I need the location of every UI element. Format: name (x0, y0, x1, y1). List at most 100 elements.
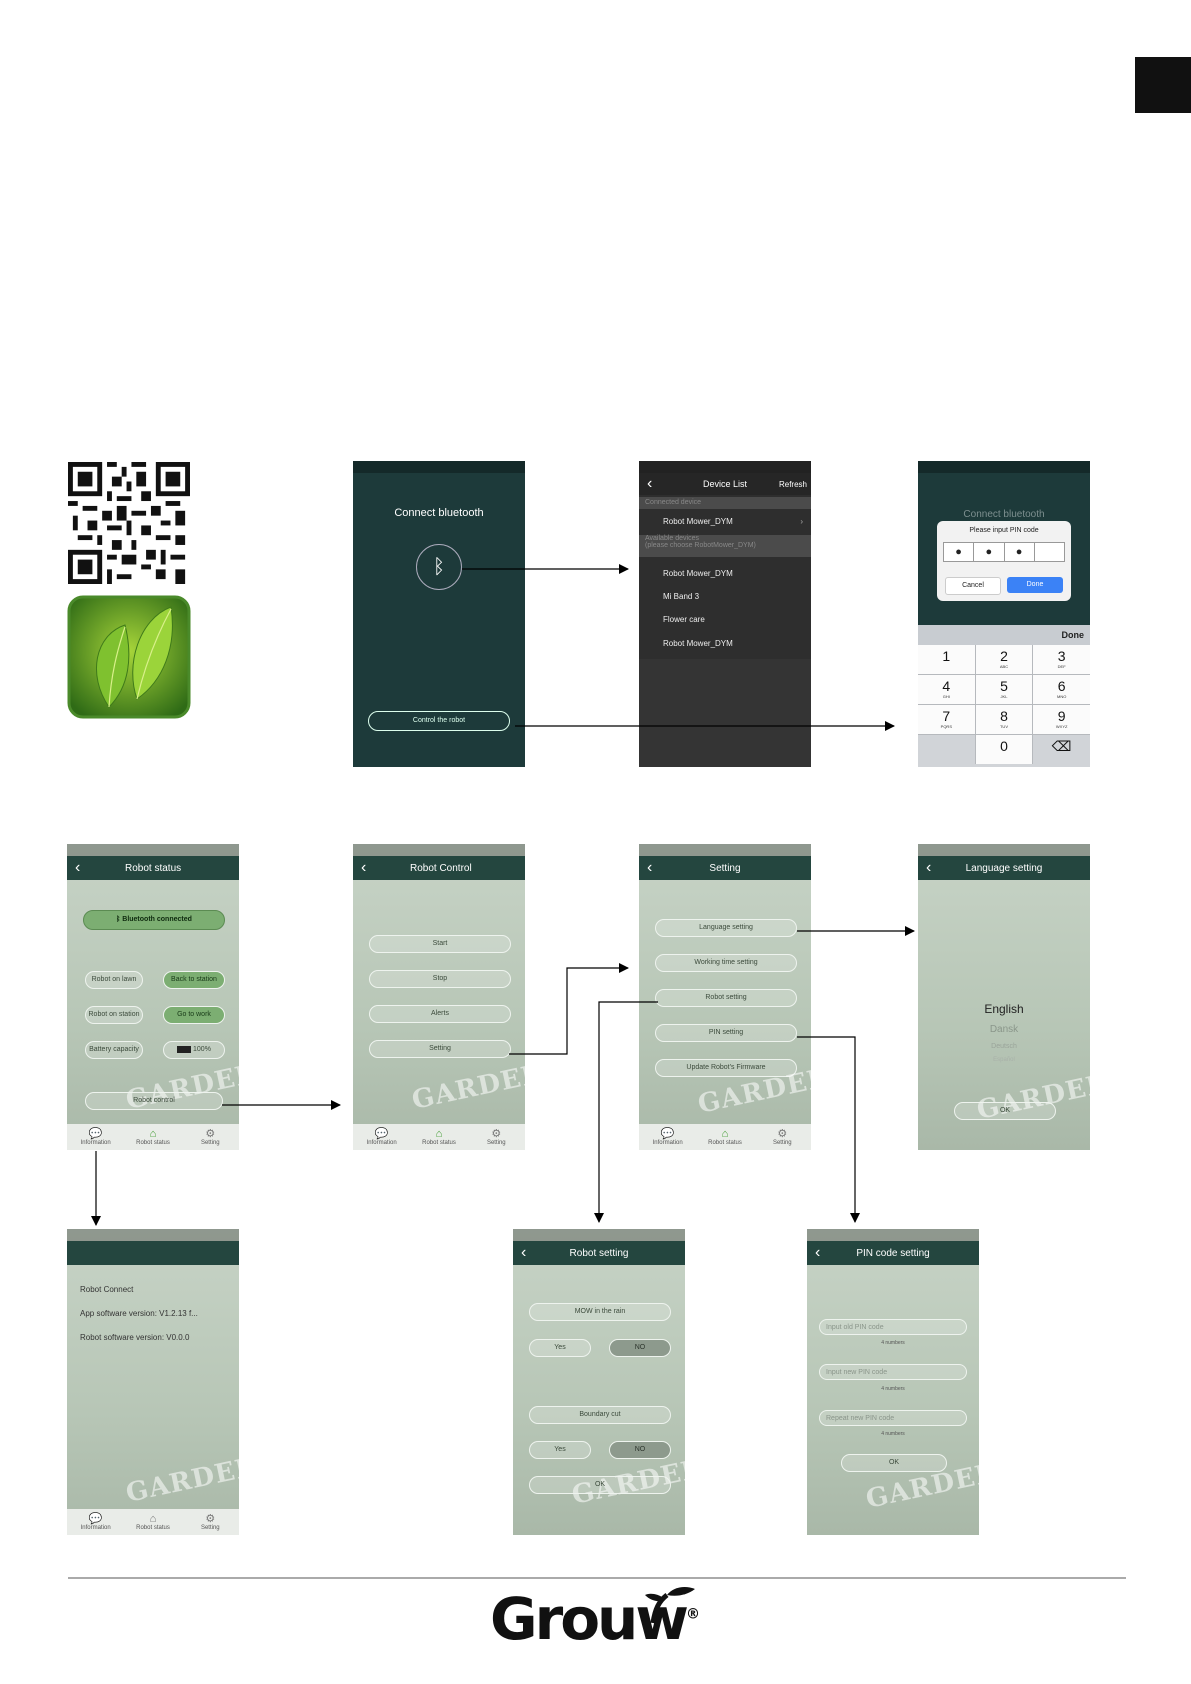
control-robot-button[interactable]: Control the robot (368, 711, 510, 731)
device-row[interactable]: Flower care (663, 615, 705, 624)
info-line: Robot Connect (80, 1285, 134, 1294)
back-icon[interactable]: ‹ (647, 859, 653, 876)
stop-button[interactable]: Stop (369, 970, 511, 988)
back-icon[interactable]: ‹ (521, 1244, 527, 1261)
boundary-yes-button[interactable]: Yes (529, 1441, 591, 1459)
pin-digit: ● (1005, 543, 1035, 561)
backspace-key[interactable]: ⌫ (1033, 735, 1090, 764)
tab-information[interactable]: 💬Information (71, 1128, 121, 1146)
alerts-button[interactable]: Alerts (369, 1005, 511, 1023)
start-button[interactable]: Start (369, 935, 511, 953)
ok-button[interactable]: OK (529, 1476, 671, 1494)
language-setting-button[interactable]: Language setting (655, 919, 797, 937)
status-bar (639, 461, 811, 473)
old-pin-input[interactable]: Input old PIN code (819, 1319, 967, 1335)
tab-robot-status[interactable]: ⌂Robot status (414, 1128, 464, 1146)
tab-information[interactable]: 💬Information (643, 1128, 693, 1146)
mow-in-rain-label: MOW in the rain (529, 1303, 671, 1321)
mow-rain-yes-button[interactable]: Yes (529, 1339, 591, 1357)
keypad-key[interactable]: 0 (975, 735, 1033, 764)
device-row[interactable]: Robot Mower_DYM (663, 569, 733, 578)
tab-information[interactable]: 💬Information (357, 1128, 407, 1146)
refresh-button[interactable]: Refresh (778, 479, 807, 489)
pin-setting-button[interactable]: PIN setting (655, 1024, 797, 1042)
language-option[interactable]: Deutsch (991, 1043, 1017, 1050)
language-option-selected[interactable]: English (984, 1002, 1024, 1016)
tab-label: Setting (486, 1140, 506, 1146)
done-button[interactable]: Done (1007, 577, 1063, 593)
robot-on-station-label: Robot on station (85, 1006, 143, 1024)
working-time-setting-button[interactable]: Working time setting (655, 954, 797, 972)
back-icon[interactable]: ‹ (647, 475, 653, 492)
cancel-button[interactable]: Cancel (945, 577, 1001, 595)
mow-rain-no-button[interactable]: NO (609, 1339, 671, 1357)
battery-capacity-label: Battery capacity (85, 1041, 143, 1059)
setting-button[interactable]: Setting (369, 1040, 511, 1058)
tab-setting[interactable]: ⚙Setting (757, 1128, 807, 1146)
screen-title: Robot Control (410, 862, 472, 874)
field-hint: 4 numbers (881, 1386, 905, 1392)
home-icon: ⌂ (721, 1128, 729, 1140)
dialog-title: Please input PIN code (969, 527, 1039, 534)
ok-button[interactable]: OK (954, 1102, 1056, 1120)
back-icon[interactable]: ‹ (361, 859, 367, 876)
keypad-done-button[interactable]: Done (918, 625, 1090, 645)
chat-icon: 💬 (374, 1128, 389, 1140)
new-pin-input[interactable]: Input new PIN code (819, 1364, 967, 1380)
language-option[interactable]: Español (993, 1057, 1015, 1063)
tab-label: Information (80, 1525, 111, 1531)
pin-digit (1035, 543, 1064, 561)
info-line: App software version: V1.2.13 f... (80, 1309, 198, 1318)
tab-setting[interactable]: ⚙Setting (471, 1128, 521, 1146)
screen-language-setting: ‹ Language setting English Dansk Deutsch… (918, 844, 1090, 1150)
robot-setting-button[interactable]: Robot setting (655, 989, 797, 1007)
screen-device-list: ‹ Device List Refresh Connected device R… (639, 461, 811, 767)
boundary-no-button[interactable]: NO (609, 1441, 671, 1459)
status-bar (639, 844, 811, 856)
update-firmware-button[interactable]: Update Robot's Firmware (655, 1059, 797, 1077)
back-icon[interactable]: ‹ (75, 859, 81, 876)
tab-setting[interactable]: ⚙Setting (185, 1513, 235, 1531)
back-to-station-button[interactable]: Back to station (163, 971, 225, 989)
status-bar (918, 461, 1090, 473)
connected-device-row[interactable]: Robot Mower_DYM › (639, 511, 811, 533)
robot-control-button[interactable]: Robot control (85, 1092, 223, 1110)
tab-bar: 💬Information ⌂Robot status ⚙Setting (67, 1124, 239, 1150)
bluetooth-icon[interactable]: ᛒ (416, 544, 462, 590)
info-line: Robot software version: V0.0.0 (80, 1333, 190, 1342)
chat-icon: 💬 (88, 1513, 103, 1525)
tab-robot-status[interactable]: ⌂Robot status (128, 1128, 178, 1146)
tab-robot-status[interactable]: ⌂Robot status (700, 1128, 750, 1146)
language-option[interactable]: Dansk (989, 1024, 1019, 1035)
tab-information[interactable]: 💬Information (71, 1513, 121, 1531)
device-row[interactable]: Robot Mower_DYM (663, 639, 733, 648)
robot-on-lawn-label: Robot on lawn (85, 971, 143, 989)
arrow (509, 963, 629, 1055)
back-icon[interactable]: ‹ (926, 859, 932, 876)
back-icon[interactable]: ‹ (815, 1244, 821, 1261)
ok-button[interactable]: OK (841, 1454, 947, 1472)
tab-setting[interactable]: ⚙Setting (185, 1128, 235, 1146)
header: ‹ Robot status (67, 856, 239, 880)
gear-icon: ⚙ (777, 1128, 788, 1140)
go-to-work-button[interactable]: Go to work (163, 1006, 225, 1024)
tab-robot-status[interactable]: ⌂Robot status (128, 1513, 178, 1531)
page-corner-marker (1135, 57, 1191, 113)
keypad-key[interactable]: 1 (918, 645, 975, 674)
pin-field[interactable]: ● ● ● (943, 542, 1065, 562)
tab-label: Robot status (708, 1140, 742, 1146)
repeat-pin-input[interactable]: Repeat new PIN code (819, 1410, 967, 1426)
key-letters: TUV (999, 724, 1008, 729)
device-row[interactable]: Mi Band 3 (663, 592, 700, 601)
boundary-cut-label: Boundary cut (529, 1406, 671, 1424)
